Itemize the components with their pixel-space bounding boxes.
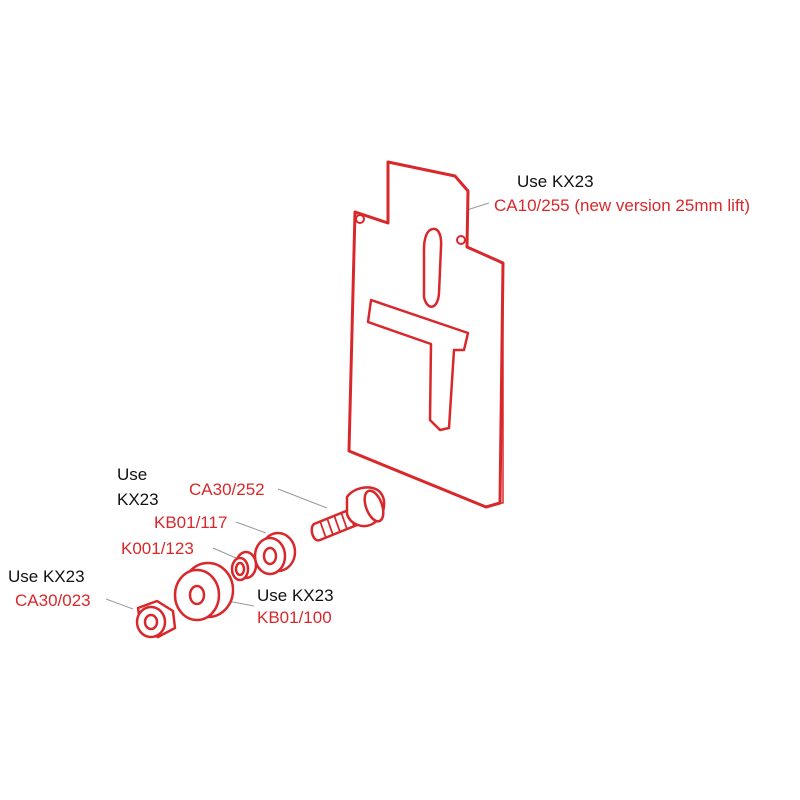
- plate-part-code: CA10/255 (new version 25mm lift): [494, 196, 751, 215]
- bolt-head-face: [363, 489, 385, 523]
- small-spacer-hole: [234, 561, 246, 577]
- bolt-part-code: CA30/252: [189, 480, 265, 499]
- large-washer-hole: [262, 546, 278, 566]
- nut: [135, 599, 177, 639]
- plate-hole-right: [456, 235, 466, 245]
- plate-edge-thickness: [500, 262, 504, 504]
- roller-note: Use KX23: [257, 586, 334, 605]
- plate-t-slot: [366, 298, 470, 432]
- small-spacer: [230, 550, 258, 582]
- roller-hole: [188, 584, 206, 606]
- large-washer-note-line1: Use: [117, 465, 148, 484]
- bolt: [310, 486, 386, 542]
- large-washer-part-code: KB01/117: [154, 513, 228, 532]
- plate-hole-left: [355, 214, 365, 224]
- leader-line-large-washer: [235, 521, 267, 534]
- large-washer-note-line2: KX23: [117, 490, 159, 509]
- nut-hole: [143, 613, 159, 631]
- roller: [173, 561, 235, 622]
- mounting-plate: [347, 160, 505, 509]
- nut-note: Use KX23: [8, 567, 85, 586]
- leader-line-nut: [105, 598, 134, 610]
- roller-part-code: KB01/100: [257, 608, 332, 627]
- plate-oval-slot: [422, 227, 443, 308]
- leader-line-bolt: [277, 488, 328, 509]
- nut-part-code: CA30/023: [15, 591, 91, 610]
- small-spacer-part-code: K001/123: [121, 539, 194, 558]
- plate-note: Use KX23: [517, 172, 594, 191]
- large-washer: [253, 531, 297, 576]
- leader-line-small-spacer: [212, 547, 237, 559]
